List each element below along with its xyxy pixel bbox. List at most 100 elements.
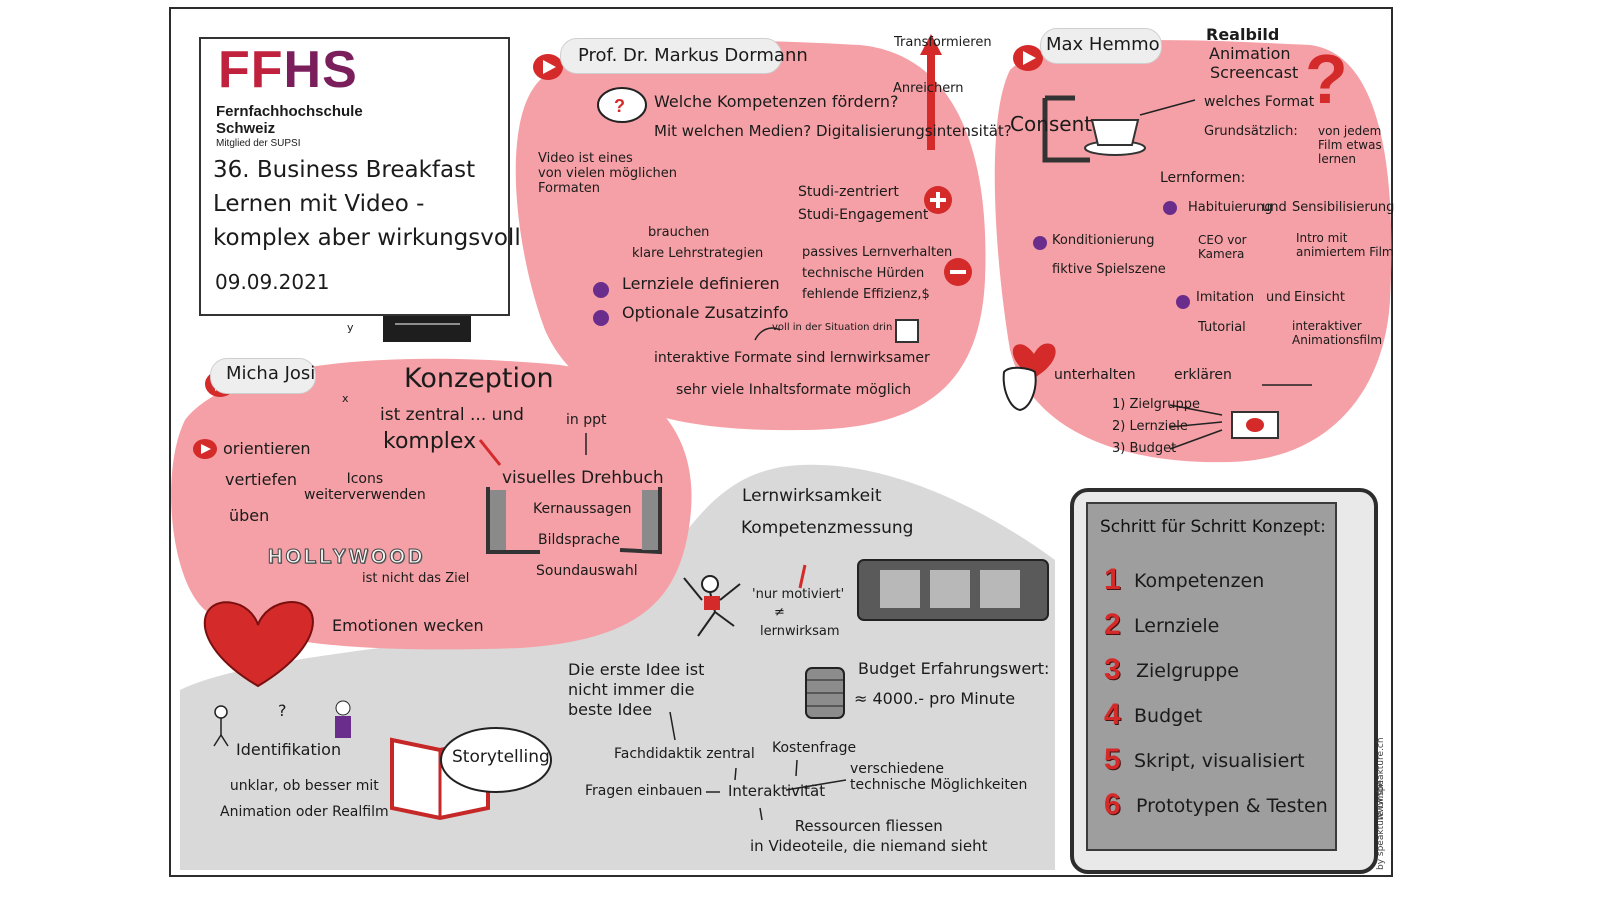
- step-label-2: Lernziele: [1134, 615, 1220, 637]
- unterhalten-label: unterhalten: [1054, 367, 1136, 383]
- purple-dot-4: [1033, 236, 1047, 250]
- step-label-4: Budget: [1134, 705, 1203, 727]
- purple-dot-3: [1163, 201, 1177, 215]
- steps-title: Schritt für Schritt Konzept:: [1100, 517, 1326, 537]
- hollywood-sign: HOLLYWOOD: [267, 546, 426, 569]
- lernwirksam: lernwirksam: [760, 624, 840, 639]
- step-label-3: Zielgruppe: [1136, 660, 1239, 682]
- logo-hs: HS: [283, 41, 358, 99]
- interaktivitaet: Interaktivität: [728, 782, 826, 800]
- emotionen-wecken: Emotionen wecken: [332, 616, 484, 635]
- not-equal-sign: ≠: [774, 605, 785, 620]
- ceo-vor-kamera: CEO vor Kamera: [1198, 233, 1247, 261]
- step-number-6: 6: [1104, 788, 1121, 821]
- speaker-pill-dormann: [560, 38, 782, 74]
- konditionierung-label: Konditionierung: [1052, 233, 1155, 248]
- budget-erfahrungswert: Budget Erfahrungswert:: [858, 659, 1050, 678]
- sensibilisierung-label: Sensibilisierung: [1292, 200, 1395, 215]
- interaktiver-film: interaktiver Animationsfilm: [1292, 319, 1383, 347]
- voll-situation: voll in der Situation drin: [772, 322, 893, 333]
- purple-dot-1: [593, 282, 609, 298]
- nicht-das-ziel: ist nicht das Ziel: [362, 571, 470, 586]
- school-name-1: Fernfachhochschule: [216, 103, 363, 120]
- minus-huerden: technische Hürden: [802, 266, 925, 281]
- mask-icon: [1002, 366, 1037, 412]
- school-sub: Mitglied der SUPSI: [216, 138, 301, 149]
- coin-stack-icon: [805, 667, 845, 719]
- animation-label: Animation: [1209, 44, 1291, 63]
- step-number-3: 3: [1104, 653, 1121, 686]
- step-number-1: 1: [1104, 563, 1121, 596]
- step-label-1: Kompetenzen: [1134, 570, 1265, 592]
- question-bubble-icon: [597, 87, 647, 123]
- plus-icon: [924, 186, 952, 214]
- tablet-screen: [1086, 502, 1337, 851]
- title-line-2: Lernen mit Video -: [213, 191, 425, 217]
- orientieren-item: orientieren: [223, 439, 311, 458]
- jumping-figure-icon: [683, 575, 741, 637]
- play-icon-dormann: [533, 54, 563, 80]
- transform-arrow-icon: [920, 34, 942, 150]
- identifikation-question: ?: [278, 701, 287, 720]
- komplex-label: komplex: [383, 429, 477, 454]
- step-number-4: 4: [1104, 698, 1121, 731]
- q-kompetenzen: Welche Kompetenzen fördern?: [654, 92, 899, 111]
- budget-pro-minute: ≈ 4000.- pro Minute: [854, 689, 1016, 708]
- credit-site: www.speakture.ch: [1376, 737, 1386, 820]
- erklaeren-label: erklären: [1174, 367, 1232, 383]
- studi-zentriert: Studi-zentriert: [798, 184, 899, 200]
- step-number-2: 2: [1104, 608, 1121, 641]
- play-icon-orientieren: [193, 439, 217, 459]
- nur-motiviert: 'nur motiviert': [752, 587, 845, 602]
- consent-cup-icon: [1042, 95, 1146, 163]
- vertiefen-item: vertiefen: [225, 470, 298, 489]
- in-ppt: in ppt: [566, 412, 607, 428]
- minus-passiv: passives Lernverhalten: [802, 245, 953, 260]
- storytelling-book-icon: [390, 727, 552, 821]
- ueben-item: üben: [229, 506, 270, 525]
- speaker-josi: Micha Josi: [226, 363, 316, 384]
- minus-icon: [944, 258, 972, 286]
- storyboard-frame: [486, 487, 662, 555]
- lernwirksamkeit: Lernwirksamkeit: [742, 486, 882, 506]
- optionale-zusatzinfo: Optionale Zusatzinfo: [622, 303, 789, 322]
- interaktive-formate: interaktive Formate sind lernwirksamer: [654, 350, 930, 366]
- ffhs-logo: FFHS: [218, 44, 358, 96]
- und-2: und: [1266, 290, 1291, 305]
- brauchen-label: brauchen: [648, 225, 710, 240]
- stick-figure-icon: [213, 705, 229, 747]
- kernaussagen: Kernaussagen: [533, 501, 632, 517]
- person-icon: [335, 700, 351, 738]
- kompetenzmessung: Kompetenzmessung: [741, 518, 914, 538]
- grundsaetzlich-label: Grundsätzlich:: [1204, 124, 1298, 139]
- ist-zentral: ist zentral ... und: [380, 405, 524, 425]
- einsicht-label: Einsicht: [1294, 290, 1345, 305]
- budget-item: 3) Budget: [1112, 441, 1177, 456]
- lernformen-label: Lernformen:: [1160, 170, 1246, 186]
- event-date: 09.09.2021: [215, 270, 330, 294]
- tutorial-label: Tutorial: [1198, 320, 1246, 335]
- bildsprache: Bildsprache: [538, 532, 620, 548]
- visuelles-drehbuch: visuelles Drehbuch: [502, 468, 664, 488]
- q-medien: Mit welchen Medien? Digitalisierungsinte…: [654, 122, 1012, 140]
- step-number-5: 5: [1104, 743, 1121, 776]
- fachdidaktik-zentral: Fachdidaktik zentral: [614, 746, 755, 762]
- step-label-5: Skript, visualisiert: [1134, 750, 1305, 772]
- soundauswahl: Soundauswahl: [536, 563, 638, 579]
- axis-x: x: [342, 392, 349, 405]
- intro-animiert: Intro mit animiertem Film: [1296, 231, 1394, 259]
- video-screen-icon: [1231, 411, 1279, 439]
- purple-dot-5: [1176, 295, 1190, 309]
- identifikation: Identifikation: [236, 740, 342, 759]
- technische-moeglichkeiten: verschiedene technische Möglichkeiten: [850, 761, 1028, 794]
- lernziele-definieren: Lernziele definieren: [622, 274, 780, 293]
- speaker-dormann: Prof. Dr. Markus Dormann: [578, 45, 808, 66]
- studi-engagement: Studi-Engagement: [798, 207, 929, 223]
- speaker-pill-josi: [210, 358, 316, 394]
- film-strip-icon: [857, 559, 1049, 621]
- screencast-label: Screencast: [1210, 63, 1299, 82]
- header-card: [199, 37, 510, 316]
- speaker-hemmo: Max Hemmo: [1046, 34, 1160, 55]
